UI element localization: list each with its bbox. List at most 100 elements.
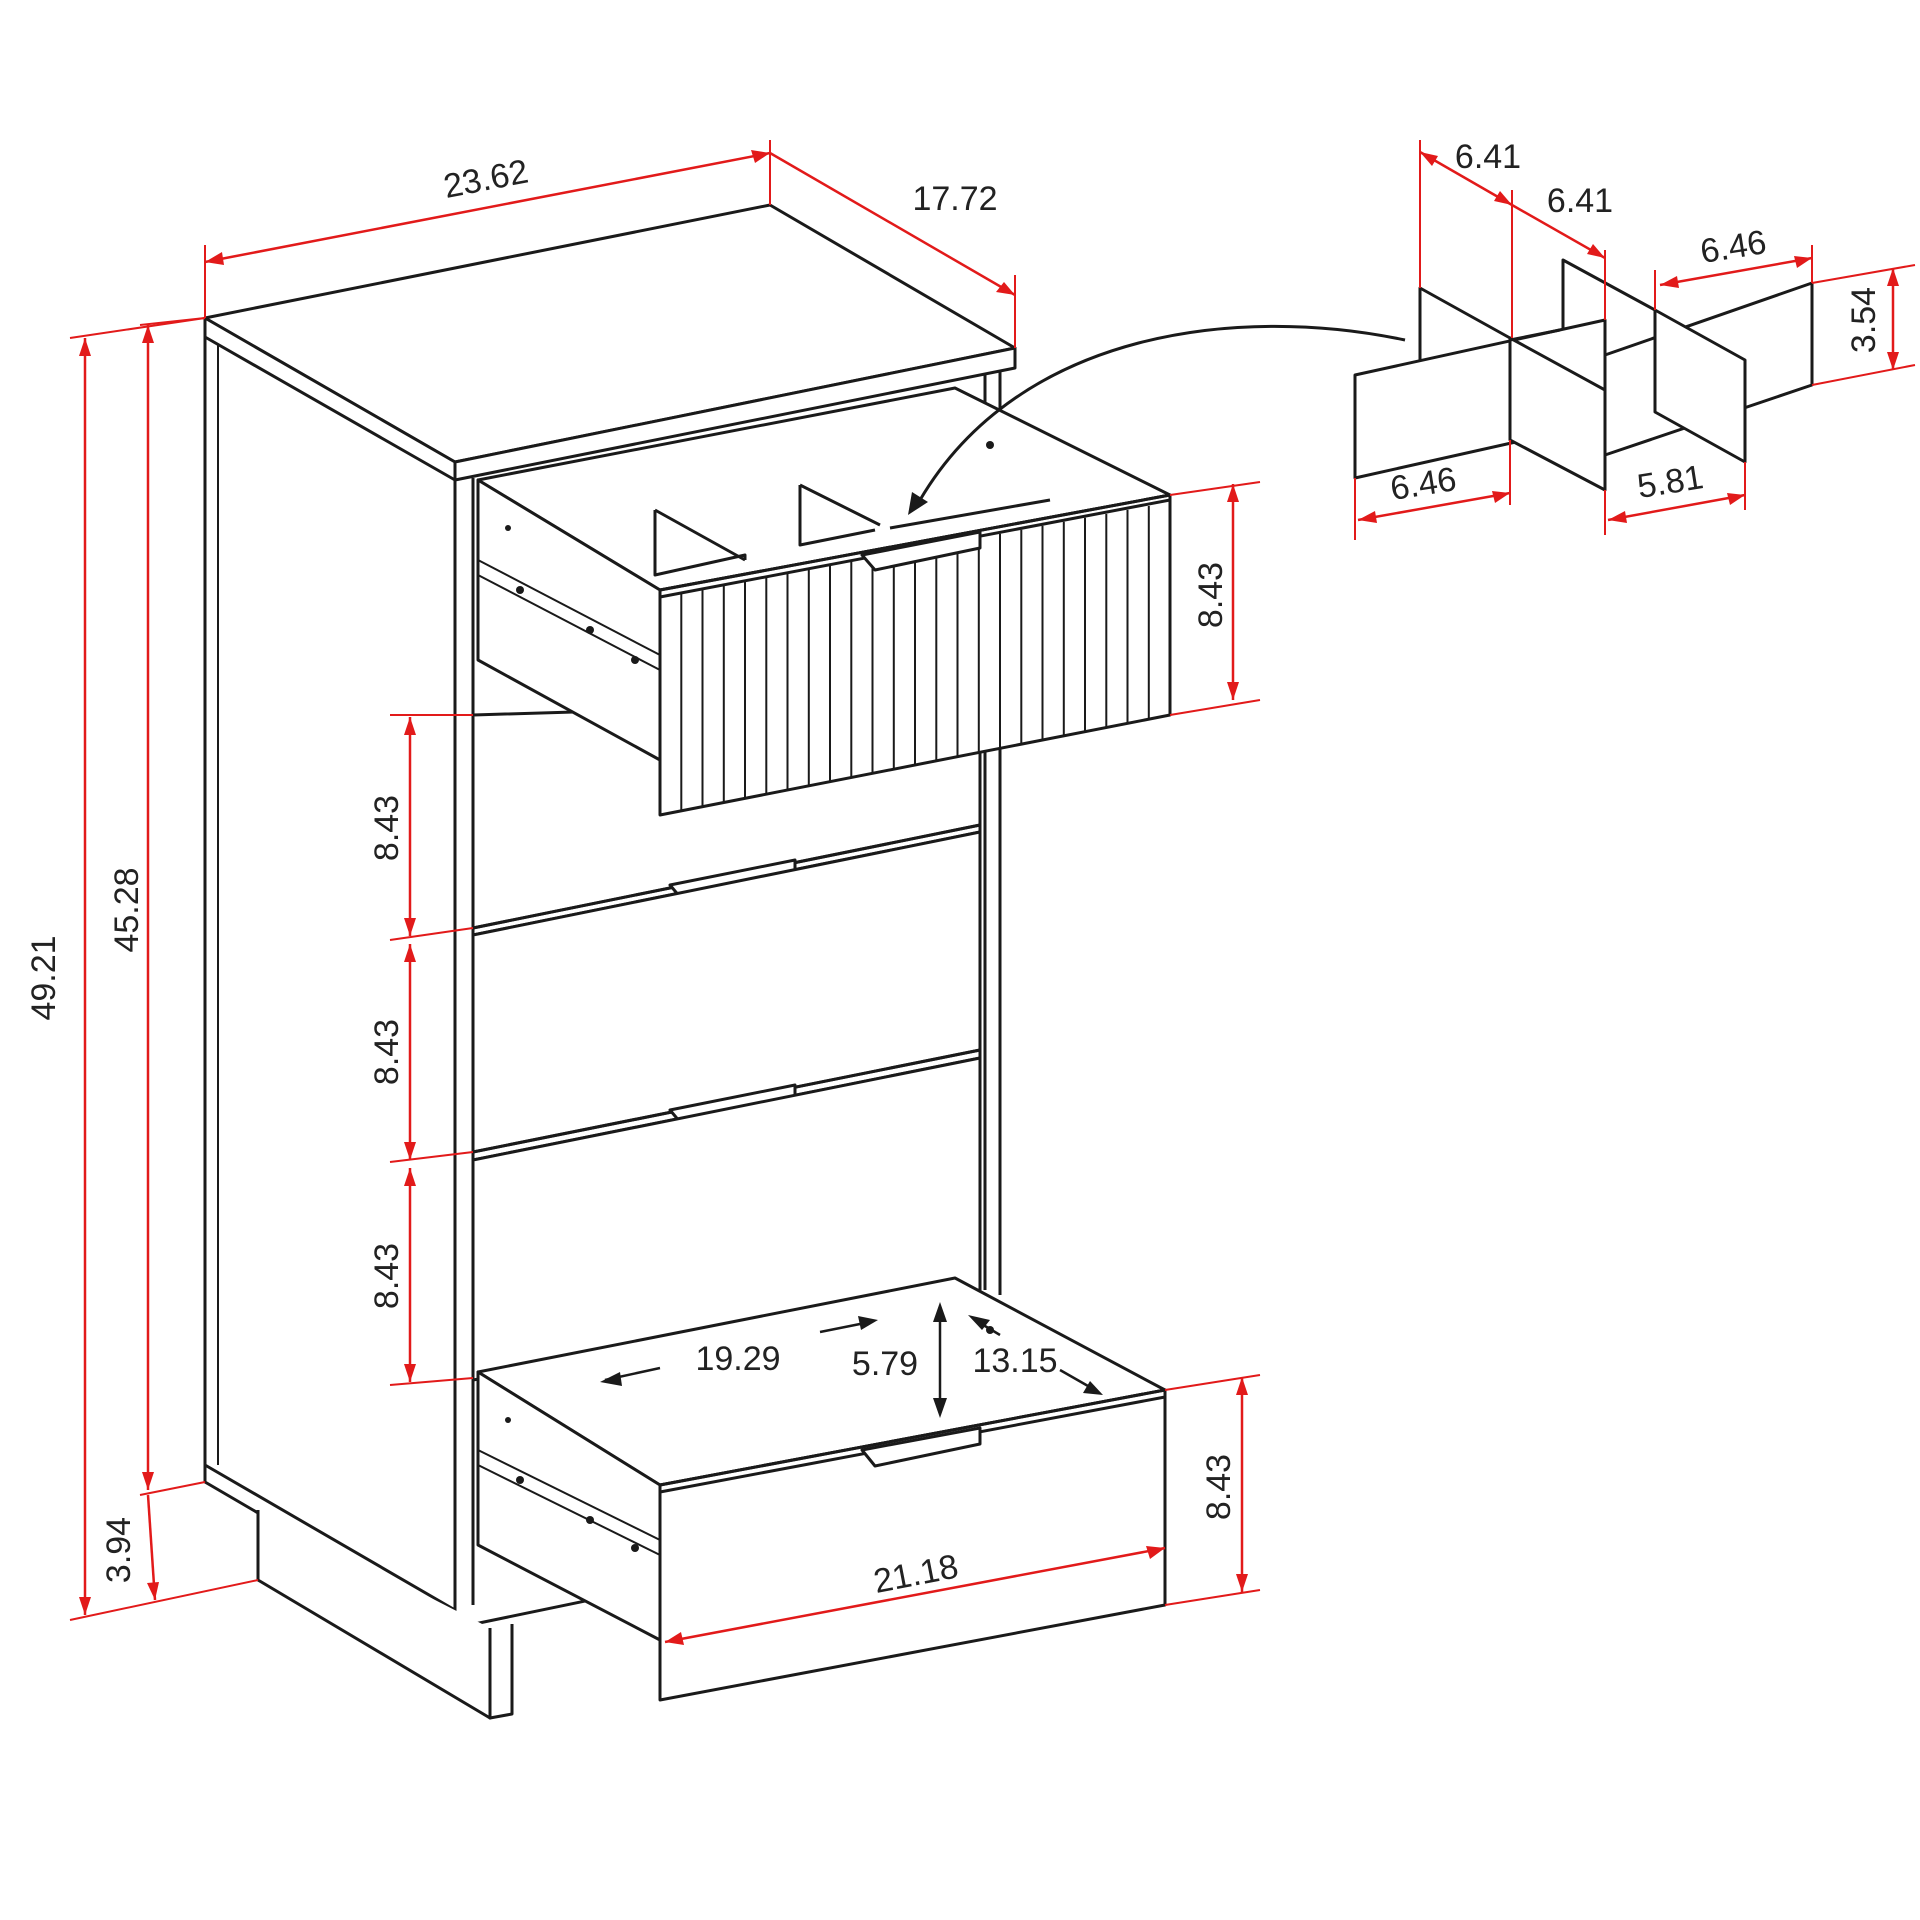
top-drawer-slide-rail-2 xyxy=(477,574,661,671)
label-drawer-4: 8.43 xyxy=(368,1243,406,1309)
label-interior-width: 19.29 xyxy=(695,1340,780,1378)
arrowhead xyxy=(142,325,154,343)
dim-divider-bottom-right xyxy=(1607,493,1746,522)
interior-dimensions: 19.29 5.79 13.15 xyxy=(600,1302,1103,1418)
ext-line xyxy=(1169,481,1261,496)
arrowhead xyxy=(858,1316,878,1330)
slide-screw xyxy=(516,1476,524,1484)
label-drawer-2: 8.43 xyxy=(368,795,406,861)
slide-screw xyxy=(631,656,639,664)
arrowhead xyxy=(1492,491,1510,503)
bottom-drawer-slide-rail xyxy=(477,1449,661,1541)
arrowhead xyxy=(79,338,91,356)
dim-top-depth xyxy=(769,151,1016,297)
arrowhead xyxy=(1587,244,1605,258)
slide-screw xyxy=(516,586,524,594)
ext-line xyxy=(1811,364,1916,386)
label-top-width: 23.62 xyxy=(441,152,532,206)
dim-top-width xyxy=(204,151,771,264)
arrowhead xyxy=(147,1582,159,1600)
arrowhead xyxy=(1236,1377,1248,1395)
arrowhead xyxy=(996,282,1015,295)
ext-line xyxy=(1164,1374,1261,1391)
top-drawer-divider-edge xyxy=(654,508,746,562)
label-total-height: 49.21 xyxy=(25,935,63,1020)
divider-joint xyxy=(1509,328,1561,342)
top-drawer-divider-cross xyxy=(889,498,1051,530)
arrowhead xyxy=(1887,352,1899,370)
arrowhead xyxy=(1227,484,1239,502)
label-interior-depth: 13.15 xyxy=(972,1342,1057,1380)
label-divider-top-right: 6.46 xyxy=(1698,223,1769,271)
arrowhead xyxy=(1227,682,1239,700)
top-drawer-handle[interactable] xyxy=(860,530,982,572)
arrowhead xyxy=(404,1364,416,1382)
arrowhead xyxy=(79,1597,91,1615)
bottom-drawer-front-lip xyxy=(658,1388,1167,1494)
cabinet-dimensions: 23.62 17.72 49.21 45.28 3.94 8.43 xyxy=(25,140,1261,1645)
label-divider-bottom-right: 5.81 xyxy=(1635,458,1706,506)
arrowhead xyxy=(142,1472,154,1490)
fluted-slats xyxy=(680,506,1150,811)
dim-divider-bottom-left xyxy=(1357,491,1511,522)
dim-bottom-drawer-width xyxy=(664,1546,1166,1644)
top-drawer-front-lip xyxy=(658,493,1172,599)
arrowhead xyxy=(1660,276,1679,288)
top-board-right-edge xyxy=(453,346,1017,482)
top-drawer-slide-rail xyxy=(477,559,661,656)
arrowhead xyxy=(1146,1546,1165,1559)
ext-line xyxy=(1169,699,1261,716)
arrowhead xyxy=(1794,256,1812,268)
label-bottom-drawer-front: 8.43 xyxy=(1200,1454,1238,1520)
callout-arrowhead xyxy=(908,492,928,515)
arrowhead xyxy=(404,717,416,735)
ext-line xyxy=(389,1151,474,1163)
slide-screw xyxy=(986,441,994,449)
slide-screw xyxy=(505,1417,511,1423)
arrowhead xyxy=(968,1315,990,1330)
bottom-drawer-slide-rail-2 xyxy=(477,1464,661,1556)
arrowhead xyxy=(933,1398,947,1418)
arrowhead xyxy=(1083,1381,1103,1395)
callout-arrow xyxy=(918,324,1406,501)
leg-front xyxy=(488,1624,514,1720)
label-drawer-3: 8.43 xyxy=(368,1019,406,1085)
arrowhead xyxy=(404,944,416,962)
arrowhead xyxy=(1358,511,1377,523)
label-divider-top-mid: 6.41 xyxy=(1547,182,1613,220)
arrowhead xyxy=(1608,511,1627,523)
slide-screw xyxy=(586,626,594,634)
dim-divider-top-mid xyxy=(1511,203,1606,260)
label-leg-height: 3.94 xyxy=(100,1517,138,1583)
label-divider-height: 3.54 xyxy=(1845,287,1883,353)
divider-insert xyxy=(1353,258,1814,492)
arrowhead xyxy=(404,1142,416,1160)
label-interior-height: 5.79 xyxy=(852,1345,918,1383)
ext-line xyxy=(1164,1589,1261,1606)
label-body-height: 45.28 xyxy=(108,867,146,952)
arrowhead xyxy=(1887,268,1899,286)
ext-line xyxy=(139,1481,206,1496)
arrowhead xyxy=(1727,493,1745,505)
arrowhead xyxy=(665,1632,684,1645)
dim-divider-top-right xyxy=(1659,256,1813,287)
arrowhead xyxy=(404,1168,416,1186)
top-open-drawer xyxy=(476,386,1172,817)
label-divider-top-left: 6.41 xyxy=(1455,138,1521,176)
ext-line xyxy=(389,1377,474,1386)
top-drawer-divider-a xyxy=(653,510,747,577)
bottom-drawer-handle[interactable] xyxy=(860,1426,982,1468)
arrowhead xyxy=(600,1372,622,1386)
arrowhead xyxy=(404,918,416,936)
arrowhead xyxy=(205,252,224,265)
ext-line xyxy=(139,317,206,326)
label-top-depth: 17.72 xyxy=(912,180,997,218)
top-drawer-divider-edge xyxy=(799,483,881,527)
arrowhead xyxy=(1494,191,1512,205)
dim-divider-top-left xyxy=(1419,150,1513,207)
arrowhead xyxy=(1236,1574,1248,1592)
ext-line xyxy=(69,1579,259,1621)
arrowhead xyxy=(751,150,770,163)
